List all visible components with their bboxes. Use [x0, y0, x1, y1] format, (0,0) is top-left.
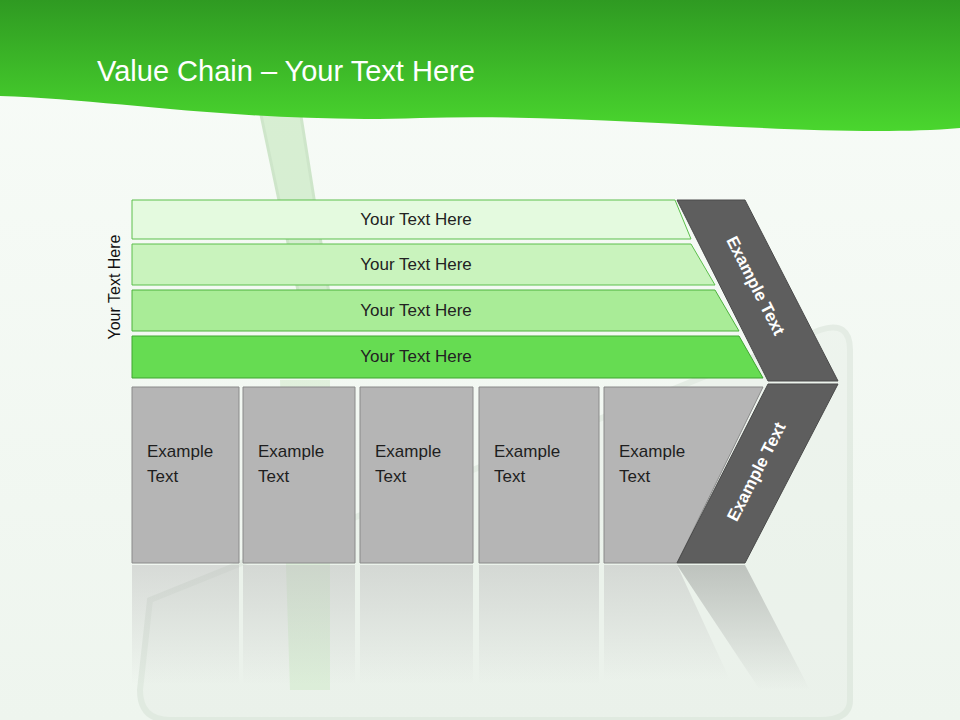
node-shape — [243, 387, 355, 563]
box-text: Example Text — [619, 439, 697, 489]
node-shape — [132, 290, 739, 331]
support-activity-band: Your Text Here — [132, 290, 739, 331]
node-shape — [132, 387, 239, 563]
support-activity-band: Your Text Here — [132, 244, 715, 285]
node-shape — [132, 336, 763, 378]
box-text: Example Text — [258, 439, 336, 489]
axis-label: Your Text Here — [106, 235, 124, 340]
band-text: Your Text Here — [132, 244, 700, 285]
node-shape — [132, 244, 715, 285]
margin-chevron: Example Text — [677, 200, 838, 381]
primary-activity-box: Example Text — [243, 387, 355, 563]
node-shape — [677, 384, 838, 563]
reflection — [132, 565, 810, 690]
primary-activity-box: Example Text — [360, 387, 473, 563]
box-text: Example Text — [147, 439, 225, 489]
node-shape — [360, 387, 473, 563]
slide-title: Value Chain – Your Text Here — [97, 55, 475, 88]
node-shape — [479, 387, 599, 563]
primary-activity-box: Example Text — [132, 387, 239, 563]
band-text: Your Text Here — [132, 336, 700, 378]
support-activity-band: Your Text Here — [132, 200, 691, 239]
header-band — [0, 0, 960, 131]
band-text: Your Text Here — [132, 200, 700, 239]
band-text: Your Text Here — [132, 290, 700, 331]
box-text: Example Text — [494, 439, 572, 489]
margin-chevron: Example Text — [677, 384, 838, 563]
support-activity-band: Your Text Here — [132, 336, 763, 378]
node-shape — [677, 200, 838, 381]
box-text: Example Text — [375, 439, 453, 489]
primary-activity-box: Example Text — [479, 387, 599, 563]
